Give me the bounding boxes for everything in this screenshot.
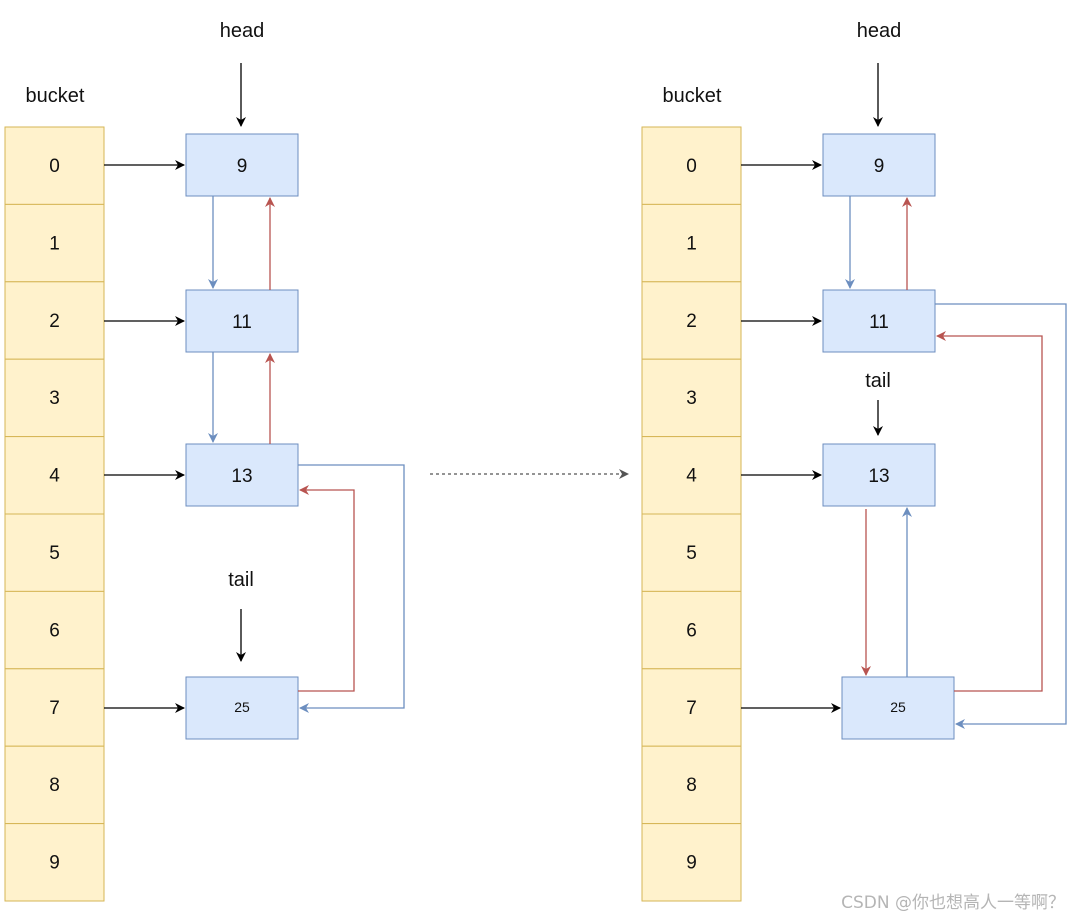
node-key: 13	[231, 466, 252, 487]
head-label: head	[220, 20, 265, 42]
panel-after: bucket 0 1 2 3 4 5 6 7 8 9 head tail 9 1…	[641, 20, 1067, 902]
bucket-cell: 6	[641, 590, 742, 670]
bucket-index: 9	[686, 853, 697, 874]
tail-label: tail	[228, 569, 254, 591]
next-link-arrow	[298, 464, 405, 713]
bucket-label: bucket	[663, 85, 722, 107]
bucket-index: 9	[49, 853, 60, 874]
bucket-cell: 0	[4, 126, 105, 205]
bucket-cell: 4	[641, 436, 742, 515]
bucket-cell: 3	[641, 358, 742, 438]
bucket-index: 1	[686, 233, 697, 254]
bucket-cell: 9	[4, 823, 105, 902]
bucket-index: 8	[49, 775, 60, 796]
bucket-index: 4	[49, 466, 60, 487]
list-node: 11	[185, 289, 299, 353]
node-key: 13	[868, 466, 889, 487]
bucket-label: bucket	[26, 85, 85, 107]
bucket-index: 5	[686, 543, 697, 564]
node-key: 25	[234, 699, 250, 715]
bucket-index: 1	[49, 233, 60, 254]
bucket-cell: 8	[4, 745, 105, 825]
bucket-cell: 2	[641, 281, 742, 360]
bucket-cell: 7	[4, 668, 105, 747]
list-node: 9	[185, 133, 299, 197]
bucket-cell: 1	[4, 203, 105, 283]
bucket-array: 0 1 2 3 4 5 6 7 8 9	[641, 126, 742, 902]
panel-before: bucket 0 1 2 3 4 5 6 7 8 9 head tail 9 1…	[4, 20, 405, 902]
bucket-cell: 1	[641, 203, 742, 283]
bucket-cell: 0	[641, 126, 742, 205]
list-node: 25	[185, 676, 299, 740]
bucket-index: 6	[49, 620, 60, 641]
bucket-index: 3	[686, 388, 697, 409]
bucket-cell: 7	[641, 668, 742, 747]
bucket-index: 7	[686, 698, 697, 719]
bucket-index: 2	[49, 311, 60, 332]
bucket-cell: 3	[4, 358, 105, 438]
head-label: head	[857, 20, 902, 42]
bucket-cell: 9	[641, 823, 742, 902]
node-key: 9	[874, 156, 885, 177]
prev-link-arrow	[936, 331, 1043, 692]
bucket-index: 8	[686, 775, 697, 796]
bucket-cell: 5	[4, 513, 105, 592]
prev-link-arrow	[298, 485, 355, 692]
bucket-index: 4	[686, 466, 697, 487]
bucket-cell: 8	[641, 745, 742, 825]
bucket-index: 3	[49, 388, 60, 409]
next-link-arrow	[935, 303, 1067, 729]
bucket-array: 0 1 2 3 4 5 6 7 8 9	[4, 126, 105, 902]
node-key: 25	[890, 699, 906, 715]
list-node: 9	[822, 133, 936, 197]
node-key: 11	[869, 312, 889, 333]
list-node: 11	[822, 289, 936, 353]
bucket-index: 0	[49, 156, 60, 177]
watermark: CSDN @你也想高人一等啊？	[841, 893, 1065, 913]
list-node: 13	[822, 443, 936, 507]
bucket-index: 2	[686, 311, 697, 332]
bucket-index: 0	[686, 156, 697, 177]
bucket-cell: 4	[4, 436, 105, 515]
bucket-index: 5	[49, 543, 60, 564]
tail-label: tail	[865, 370, 891, 392]
bucket-cell: 2	[4, 281, 105, 360]
bucket-cell: 6	[4, 590, 105, 670]
list-node: 13	[185, 443, 299, 507]
bucket-cell: 5	[641, 513, 742, 592]
list-node: 25	[841, 676, 955, 740]
bucket-index: 7	[49, 698, 60, 719]
node-key: 11	[232, 312, 252, 333]
node-key: 9	[237, 156, 248, 177]
bucket-index: 6	[686, 620, 697, 641]
